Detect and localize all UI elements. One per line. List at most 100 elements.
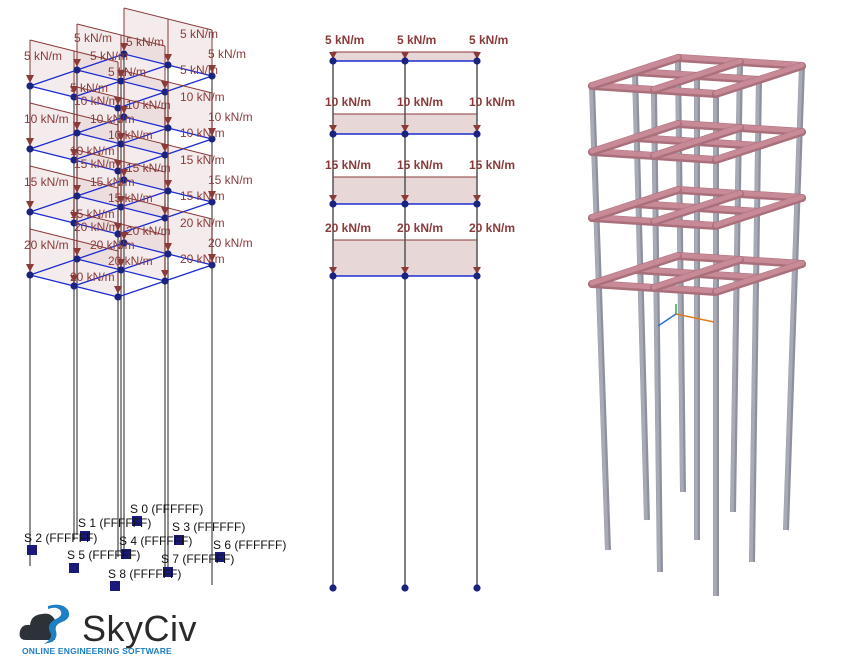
load-arrow-head (208, 65, 216, 73)
rendered-beam-highlight (713, 260, 805, 294)
node-point (164, 250, 172, 258)
load-value-label: 5 kN/m (126, 35, 164, 49)
load-arrow-head (73, 248, 81, 256)
node-point (401, 57, 409, 65)
node-point (114, 104, 122, 112)
load-arrow-head (164, 117, 172, 125)
load-arrow-head (117, 259, 125, 267)
load-value-label: 15 kN/m (70, 207, 115, 221)
load-arrow-head (26, 201, 34, 209)
rendered-beam-highlight (651, 256, 743, 290)
support-label: S 0 (FFFFFF) (130, 502, 203, 516)
load-arrow-head (401, 125, 409, 132)
load-arrow-head (73, 59, 81, 67)
load-arrow-head (73, 122, 81, 130)
rendered-beam-highlight (713, 62, 805, 96)
rendered-column-highlight (632, 71, 648, 521)
load-arrow-head (73, 185, 81, 193)
load-value-label: 15 kN/m (90, 175, 135, 189)
load-value-label: 10 kN/m (180, 90, 225, 104)
load-arrow-head (120, 43, 128, 51)
node-point (117, 77, 125, 85)
load-value-label: 15 kN/m (180, 189, 225, 203)
load-arrow-head (329, 195, 337, 202)
rendered-beam-highlight (713, 128, 805, 162)
node-point (164, 124, 172, 132)
fixed-support-marker (163, 567, 173, 577)
load-arrow-head (161, 207, 169, 215)
node-point (73, 255, 81, 263)
load-arrow-head (161, 81, 169, 89)
node-point (329, 272, 337, 280)
node-point (117, 140, 125, 148)
rendered-beam-highlight (589, 120, 681, 154)
node-point (401, 130, 409, 138)
load-value-label: 5 kN/m (108, 65, 146, 79)
load-value-label: 10 kN/m (180, 126, 225, 140)
load-value-label: 20 kN/m (180, 252, 225, 266)
node-point (329, 57, 337, 65)
load-value-label: 10 kN/m (397, 95, 443, 109)
node-point (70, 93, 78, 101)
node-point (70, 282, 78, 290)
load-value-label: 20 kN/m (24, 238, 69, 252)
node-point (26, 82, 34, 90)
isometric-view: 5 kN/m5 kN/m5 kN/m5 kN/m5 kN/m5 kN/m5 kN… (24, 7, 286, 591)
load-arrow-head (164, 180, 172, 188)
node-point (473, 272, 481, 280)
node-point (26, 271, 34, 279)
support-label: S 5 (FFFFFF) (67, 548, 140, 562)
rendered-column-highlight (783, 65, 803, 531)
rendered-beam-highlight (589, 252, 681, 286)
load-arrow-head (26, 264, 34, 272)
load-value-label: 20 kN/m (74, 220, 119, 234)
logo-tagline: ONLINE ENGINEERING SOFTWARE (22, 646, 172, 656)
node-point (208, 261, 216, 269)
load-arrow-head (161, 144, 169, 152)
load-value-label: 20 kN/m (108, 254, 153, 268)
support-label: S 6 (FFFFFF) (213, 538, 286, 552)
rendered-beam-highlight (713, 194, 805, 228)
node-point (73, 192, 81, 200)
load-value-label: 5 kN/m (24, 49, 62, 63)
load-value-label: 20 kN/m (469, 221, 515, 235)
node-point (161, 151, 169, 159)
load-arrow-head (401, 195, 409, 202)
support-label: S 3 (FFFFFF) (172, 520, 245, 534)
load-value-label: 10 kN/m (90, 112, 135, 126)
logo-wordmark: SkyCiv (82, 608, 198, 649)
load-arrow-head (473, 195, 481, 202)
load-value-label: 5 kN/m (74, 31, 112, 45)
load-arrow-head (164, 54, 172, 62)
load-value-label: 15 kN/m (208, 173, 253, 187)
load-value-label: 5 kN/m (90, 49, 128, 63)
load-arrow-head (473, 52, 481, 59)
load-arrow-head (208, 128, 216, 136)
load-arrow-head (70, 212, 78, 220)
load-arrow-head (114, 223, 122, 231)
node-point (473, 130, 481, 138)
support-label: S 2 (FFFFFF) (24, 531, 97, 545)
load-arrow-head (401, 267, 409, 274)
load-value-label: 15 kN/m (325, 158, 371, 172)
load-arrow-head (26, 138, 34, 146)
load-arrow-head (329, 52, 337, 59)
node-point (329, 584, 337, 592)
node-point (401, 200, 409, 208)
node-point (117, 266, 125, 274)
rendered-column-highlight (651, 89, 661, 573)
fixed-support-marker (27, 545, 37, 555)
node-point (401, 272, 409, 280)
node-point (114, 167, 122, 175)
load-arrow-head (117, 133, 125, 141)
load-value-label: 20 kN/m (126, 224, 171, 238)
fixed-support-marker (215, 552, 225, 562)
axis-z-indicator (657, 313, 677, 327)
skyciv-logo: SkyCiv ONLINE ENGINEERING SOFTWARE (18, 600, 208, 662)
load-arrow-head (70, 149, 78, 157)
load-arrow-head (117, 196, 125, 204)
load-value-label: 15 kN/m (74, 157, 119, 171)
node-point (114, 230, 122, 238)
